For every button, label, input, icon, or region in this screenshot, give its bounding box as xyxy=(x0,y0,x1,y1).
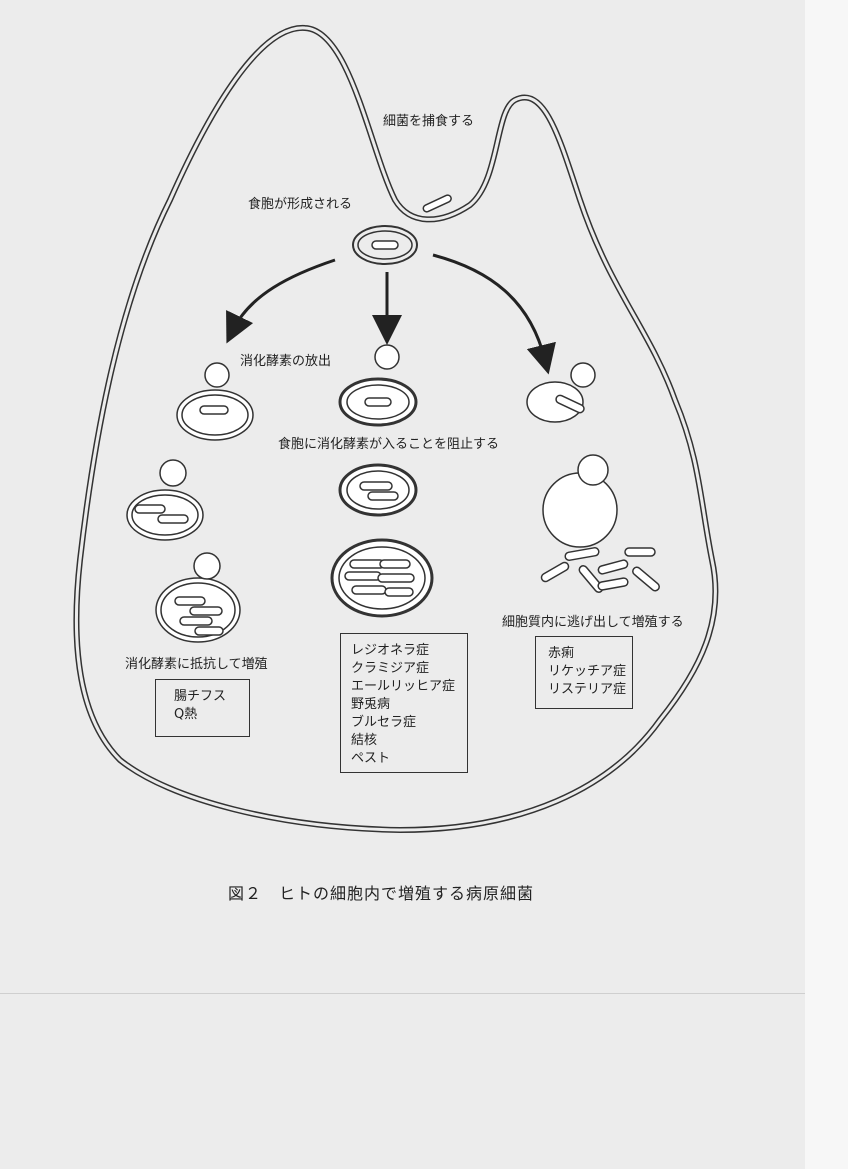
label-phagocytosis: 細菌を捕食する xyxy=(383,114,475,129)
box-center-diseases: レジオネラ症 クラミジア症 エールリッヒア症 野兎病 ブルセラ症 結核 ペスト xyxy=(340,633,468,773)
scan-edge xyxy=(805,0,848,1169)
lysosome-fusion-left xyxy=(176,362,254,441)
vacuole-center-2 xyxy=(338,463,418,517)
box-left-diseases: 腸チフス Q熱 xyxy=(155,679,250,737)
box-right-diseases: 赤痢 リケッチア症 リステリア症 xyxy=(535,636,633,709)
disease-item: 赤痢 xyxy=(548,646,575,661)
bacterium-icon xyxy=(422,194,452,213)
disease-item: レジオネラ症 xyxy=(351,643,430,658)
label-phagosome-formed: 食胞が形成される xyxy=(248,197,353,212)
figure-caption: 図２ ヒトの細胞内で増殖する病原細菌 xyxy=(228,884,535,903)
disease-item: 結核 xyxy=(351,733,378,748)
vacuole-center-3 xyxy=(330,538,434,618)
disease-item: リケッチア症 xyxy=(548,664,627,679)
vacuole-bacteria-left-2 xyxy=(155,552,241,643)
vacuole-bacteria-left-1 xyxy=(126,459,204,541)
label-escape-cytoplasm: 細胞質内に逃げ出して増殖する xyxy=(502,615,684,630)
escape-right-1 xyxy=(526,362,596,423)
free-bacteria-right xyxy=(540,546,660,593)
label-enzyme-release: 消化酵素の放出 xyxy=(240,354,332,369)
cell-membrane xyxy=(73,24,719,834)
arrows xyxy=(226,253,556,375)
escape-right-2 xyxy=(542,454,618,548)
disease-item: エールリッヒア症 xyxy=(351,679,456,694)
label-resist-enzyme: 消化酵素に抵抗して増殖 xyxy=(125,657,268,672)
disease-item: Q熱 xyxy=(174,707,198,722)
disease-item: クラミジア症 xyxy=(351,661,430,676)
disease-item: ブルセラ症 xyxy=(351,715,417,730)
lysosome-blocked-center xyxy=(338,344,418,427)
label-block-enzyme: 食胞に消化酵素が入ることを阻止する xyxy=(278,437,500,452)
arrow-left-icon xyxy=(226,258,336,344)
disease-item: 腸チフス xyxy=(174,689,227,704)
arrow-right-icon xyxy=(432,253,556,375)
disease-item: リステリア症 xyxy=(548,682,627,697)
disease-item: 野兎病 xyxy=(351,697,391,712)
phagosome-icon xyxy=(352,225,418,265)
disease-item: ペスト xyxy=(351,751,391,766)
fold-line xyxy=(0,993,805,994)
